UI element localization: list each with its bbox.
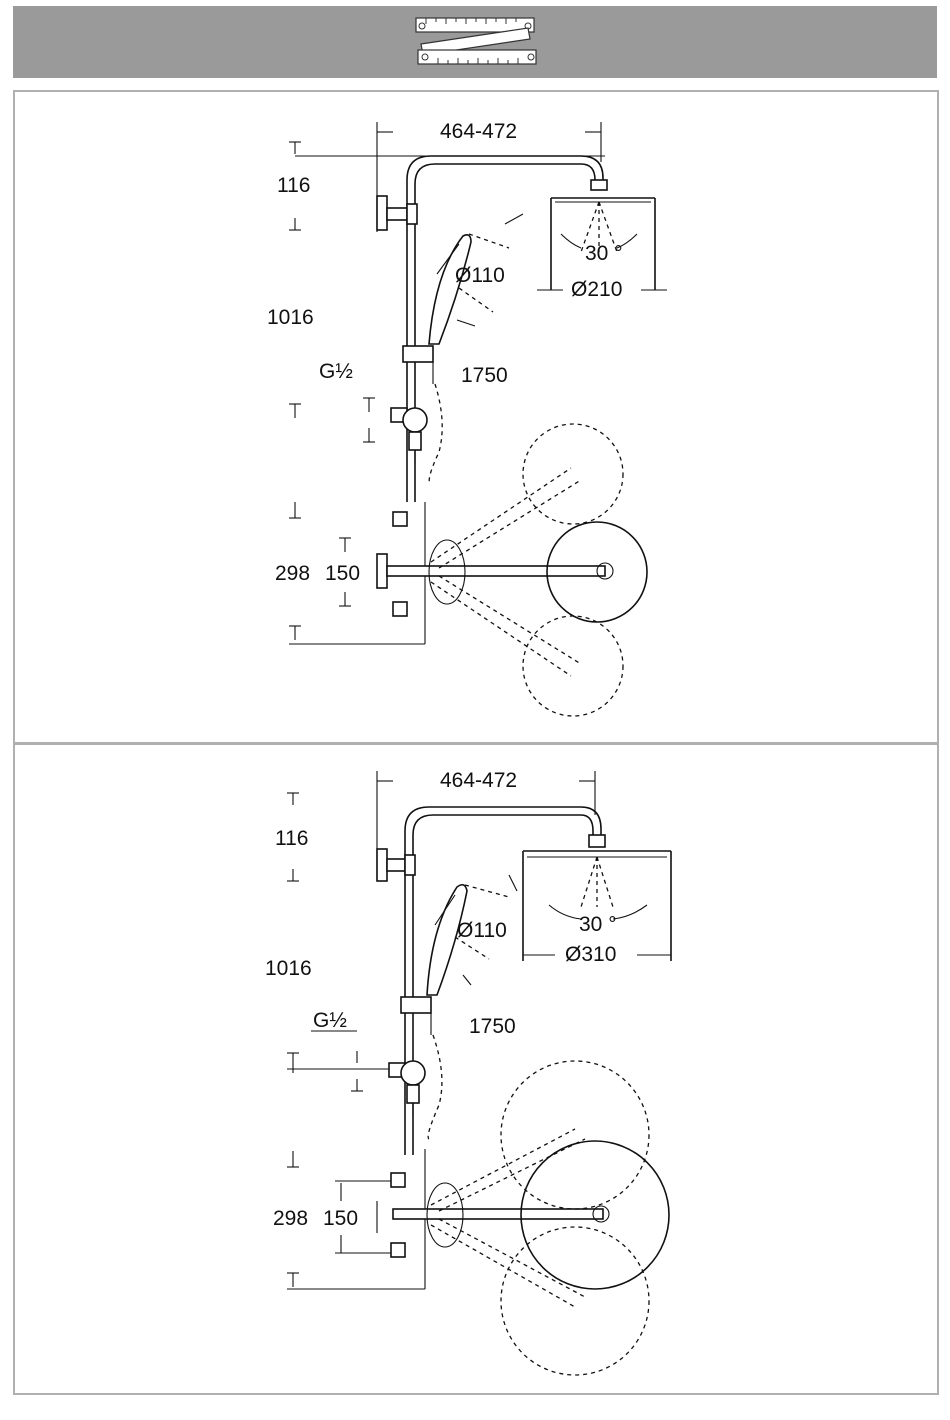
column-height-dimension: 1016 xyxy=(265,957,312,980)
width-dimension: 464-472 xyxy=(440,120,517,143)
spray-angle: 30 ° xyxy=(579,913,617,936)
header-bar xyxy=(13,6,937,78)
thread-size: G½ xyxy=(313,1009,347,1032)
plan-width-right: 150 xyxy=(323,1207,358,1230)
plan-width-left: 298 xyxy=(273,1207,308,1230)
top-offset-dimension: 116 xyxy=(277,174,310,197)
width-dimension: 464-472 xyxy=(440,769,517,792)
handshower-diameter: Ø110 xyxy=(457,919,507,942)
folding-ruler-icon xyxy=(13,6,937,78)
spray-angle: 30 ° xyxy=(585,242,623,265)
diagram-panel-210: 464-472 116 1016 30 ° Ø210 Ø110 1750 G½ xyxy=(13,90,939,744)
plan-width-right: 150 xyxy=(325,562,360,585)
column-height-dimension: 1016 xyxy=(267,306,314,329)
head-diameter: Ø310 xyxy=(565,943,616,966)
hose-length: 1750 xyxy=(461,364,508,387)
handshower-diameter: Ø110 xyxy=(455,264,505,287)
hose-length: 1750 xyxy=(469,1015,516,1038)
head-diameter: Ø210 xyxy=(571,278,622,301)
diagram-panel-310: 464-472 116 1016 30 ° Ø310 Ø110 1750 G½ … xyxy=(13,743,939,1395)
top-offset-dimension: 116 xyxy=(275,827,308,850)
plan-width-left: 298 xyxy=(275,562,310,585)
thread-size: G½ xyxy=(319,360,353,383)
